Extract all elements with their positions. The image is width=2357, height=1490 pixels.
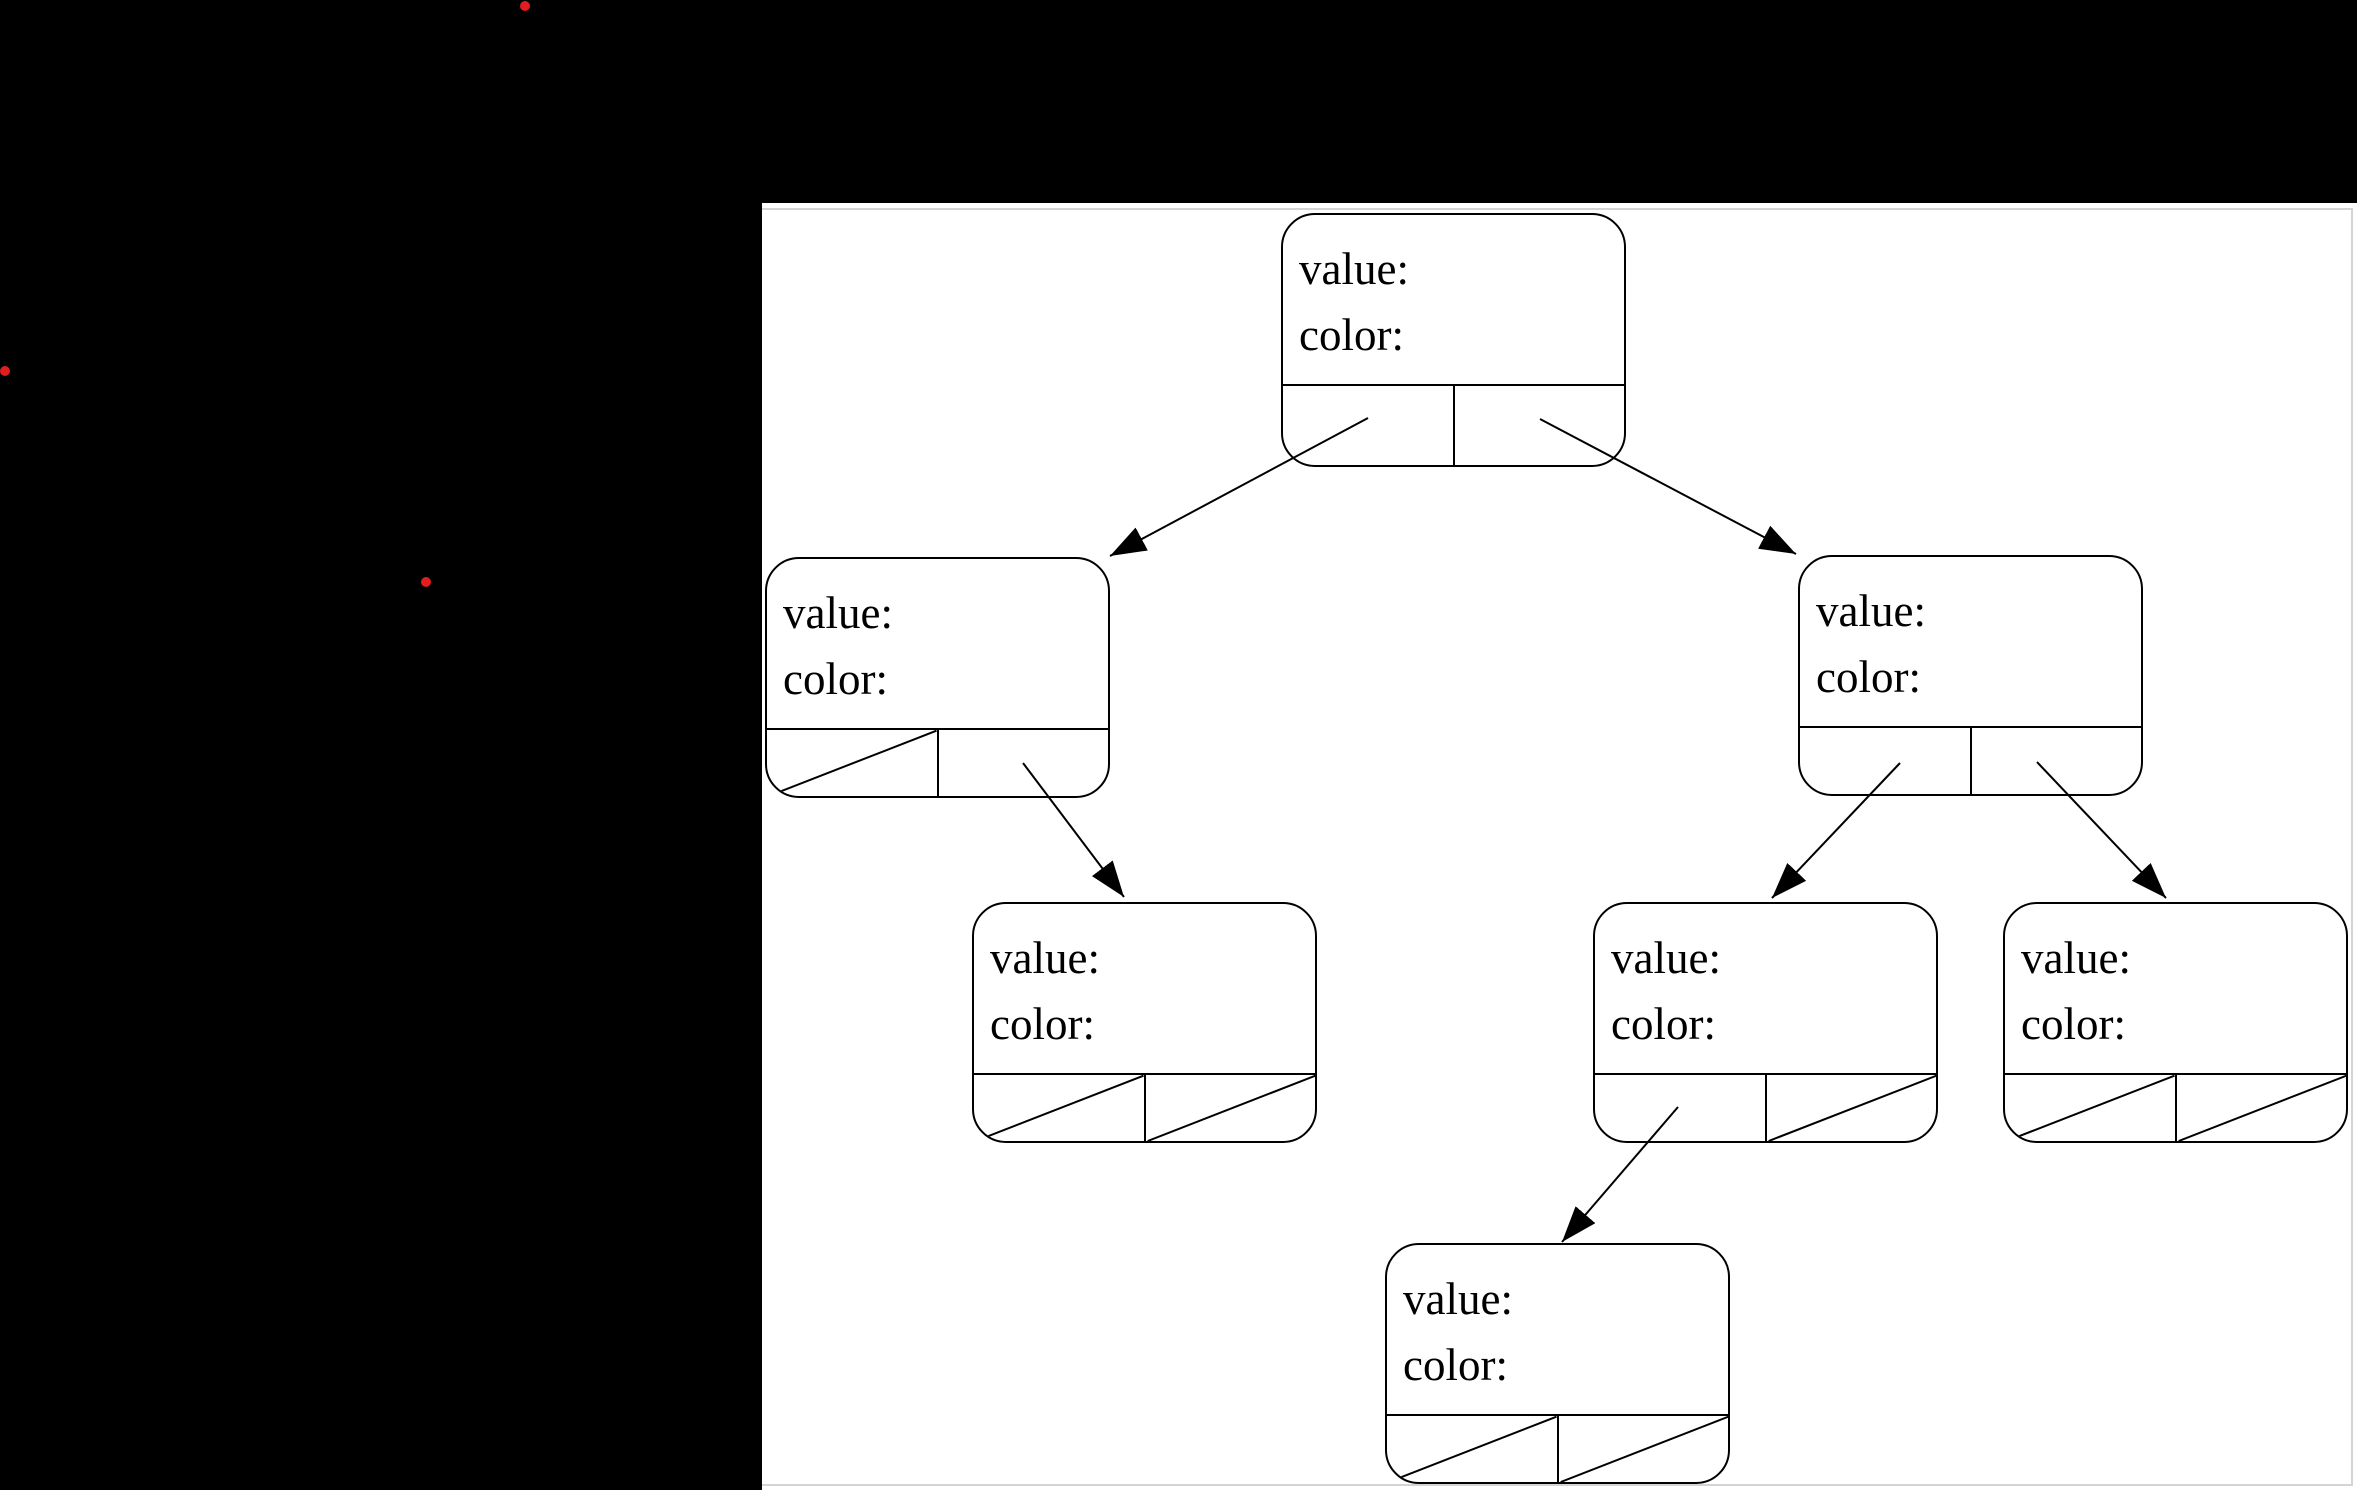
- null-pointer-slash-icon: [1559, 1416, 1729, 1482]
- tree-node-right-right[interactable]: value: color:: [2003, 902, 2348, 1143]
- null-pointer-slash-icon: [1146, 1075, 1316, 1141]
- red-dot-annotation: [0, 366, 10, 376]
- node-color-label: color:: [1403, 1340, 1508, 1390]
- null-pointer-slash-icon: [2005, 1075, 2175, 1141]
- node-labels: value: color:: [2005, 904, 2346, 1057]
- right-pointer-cell: [1143, 1075, 1316, 1141]
- node-value-label: value:: [990, 933, 1100, 983]
- node-value-label: value:: [1403, 1274, 1513, 1324]
- pointer-row: [2005, 1073, 2346, 1141]
- tree-node-right-left[interactable]: value: color:: [1593, 902, 1938, 1143]
- right-pointer-cell: [1452, 386, 1625, 465]
- node-value-label: value:: [2021, 933, 2131, 983]
- node-labels: value: color:: [974, 904, 1315, 1057]
- left-pointer-cell: [1387, 1416, 1557, 1482]
- node-value-label: value:: [1299, 244, 1409, 294]
- pointer-row: [1387, 1414, 1728, 1482]
- pointer-row: [1595, 1073, 1936, 1141]
- right-pointer-cell: [1969, 728, 2142, 794]
- node-labels: value: color:: [1283, 215, 1624, 368]
- node-color-label: color:: [1611, 999, 1716, 1049]
- null-pointer-slash-icon: [2177, 1075, 2347, 1141]
- node-color-label: color:: [1816, 652, 1921, 702]
- node-color-label: color:: [783, 654, 888, 704]
- tree-node-left-right[interactable]: value: color:: [972, 902, 1317, 1143]
- node-color-label: color:: [990, 999, 1095, 1049]
- node-value-label: value:: [783, 588, 893, 638]
- node-color-label: color:: [1299, 310, 1404, 360]
- right-pointer-cell: [1556, 1416, 1729, 1482]
- node-labels: value: color:: [1595, 904, 1936, 1057]
- pointer-row: [1283, 384, 1624, 465]
- node-value-label: value:: [1816, 586, 1926, 636]
- red-dot-annotation: [421, 577, 431, 587]
- left-pointer-cell: [2005, 1075, 2175, 1141]
- right-pointer-cell: [1764, 1075, 1937, 1141]
- red-dot-annotation: [520, 1, 530, 11]
- right-pointer-cell: [936, 730, 1109, 796]
- null-pointer-slash-icon: [974, 1075, 1144, 1141]
- tree-node-right[interactable]: value: color:: [1798, 555, 2143, 796]
- left-pointer-cell: [767, 730, 937, 796]
- node-value-label: value:: [1611, 933, 1721, 983]
- null-pointer-slash-icon: [767, 730, 937, 796]
- tree-node-right-left-left[interactable]: value: color:: [1385, 1243, 1730, 1484]
- tree-node-left[interactable]: value: color:: [765, 557, 1110, 798]
- tree-node-root[interactable]: value: color:: [1281, 213, 1626, 467]
- null-pointer-slash-icon: [1387, 1416, 1557, 1482]
- right-pointer-cell: [2174, 1075, 2347, 1141]
- left-pointer-cell: [974, 1075, 1144, 1141]
- pointer-row: [1800, 726, 2141, 794]
- node-labels: value: color:: [767, 559, 1108, 712]
- node-labels: value: color:: [1800, 557, 2141, 710]
- null-pointer-slash-icon: [1767, 1075, 1937, 1141]
- pointer-row: [974, 1073, 1315, 1141]
- pointer-row: [767, 728, 1108, 796]
- node-labels: value: color:: [1387, 1245, 1728, 1398]
- node-color-label: color:: [2021, 999, 2126, 1049]
- canvas-frame-border: [762, 208, 2353, 1486]
